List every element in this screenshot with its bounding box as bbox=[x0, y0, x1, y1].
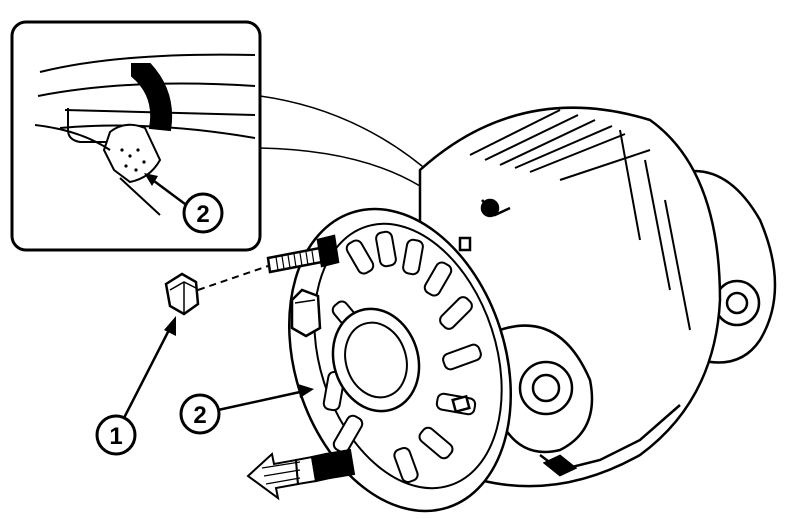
end-cover-tab bbox=[451, 394, 471, 414]
inset-callout-circle bbox=[182, 192, 224, 234]
end-cover-hub bbox=[331, 307, 421, 413]
callout-1-arrowhead bbox=[164, 316, 176, 336]
nut-alignment-line bbox=[197, 265, 269, 291]
callout-1-arrow bbox=[122, 327, 172, 419]
removal-direction-arrow bbox=[246, 448, 356, 501]
callout-2-arrowhead bbox=[298, 384, 314, 398]
callout-1: 1 bbox=[95, 316, 176, 456]
inset-callout-label: 2 bbox=[196, 201, 209, 228]
callout-2-arrow bbox=[217, 390, 301, 412]
terminal-connector bbox=[290, 288, 322, 338]
callout-2-label: 2 bbox=[193, 402, 206, 429]
inset-leader-lines bbox=[259, 95, 437, 187]
inset-terminal-tab bbox=[131, 63, 173, 132]
housing-fins bbox=[469, 109, 691, 331]
detail-inset: 2 bbox=[10, 20, 262, 252]
inset-cover-dots bbox=[120, 148, 146, 172]
inset-cover bbox=[102, 123, 162, 184]
terminal-stud bbox=[266, 234, 340, 274]
nut bbox=[164, 272, 200, 316]
callout-2: 2 bbox=[179, 384, 314, 435]
callout-1-circle bbox=[95, 414, 137, 456]
inset-callout-arrow bbox=[149, 176, 186, 206]
end-cover-vent-slots bbox=[322, 230, 482, 484]
callout-2-circle bbox=[179, 393, 221, 435]
inset-callout-arrowhead bbox=[144, 173, 158, 186]
inset-wire bbox=[34, 124, 161, 216]
alternator bbox=[266, 106, 777, 513]
callout-1-label: 1 bbox=[109, 423, 122, 450]
